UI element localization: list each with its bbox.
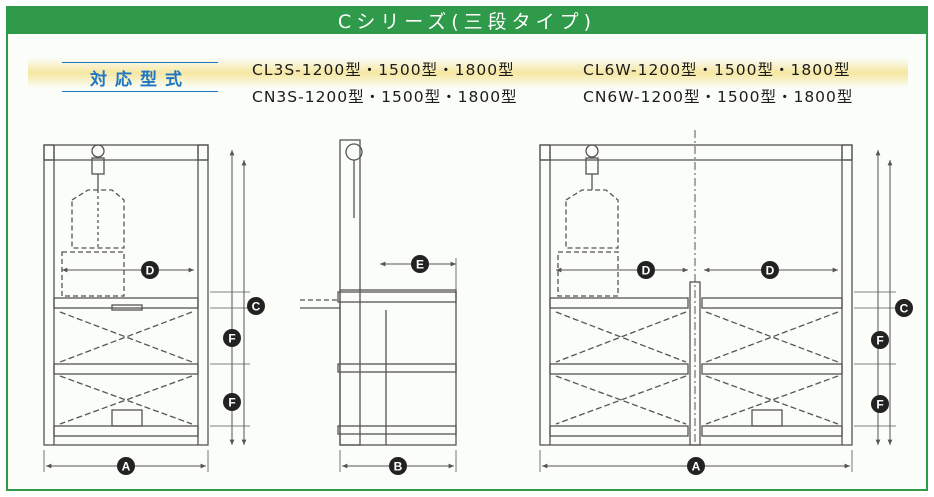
svg-text:A: A — [122, 460, 131, 474]
svg-text:F: F — [228, 332, 235, 346]
model-line-1-left: CL3S-1200型・1500型・1800型 — [252, 61, 515, 79]
front-view-double — [539, 130, 896, 472]
side-view — [300, 139, 457, 472]
dimension-b-side: B — [389, 457, 407, 475]
dimension-a-double: A — [687, 457, 705, 475]
svg-text:D: D — [146, 264, 155, 278]
svg-text:B: B — [394, 460, 403, 474]
dimension-a-single: A — [117, 457, 135, 475]
dimension-d-double-2: D — [761, 261, 779, 279]
dimension-c-double: C — [895, 299, 913, 317]
model-line-1-right: CL6W-1200型・1500型・1800型 — [583, 61, 851, 79]
dimension-f-double-1: F — [871, 331, 889, 349]
dimension-f-single-1: F — [223, 329, 241, 347]
svg-text:F: F — [876, 398, 883, 412]
model-band — [28, 58, 908, 88]
page-title: Cシリーズ(三段タイプ) — [6, 6, 928, 34]
dimension-f-single-2: F — [223, 393, 241, 411]
compatible-models-label: 対応型式 — [62, 62, 218, 92]
model-line-2-right: CN6W-1200型・1500型・1800型 — [583, 88, 854, 106]
svg-text:D: D — [642, 264, 651, 278]
model-line-2-left: CN3S-1200型・1500型・1800型 — [252, 88, 518, 106]
front-view-single — [43, 144, 250, 472]
dimension-f-double-2: F — [871, 395, 889, 413]
svg-text:E: E — [416, 258, 424, 272]
svg-text:D: D — [766, 264, 775, 278]
svg-text:A: A — [692, 460, 701, 474]
frame-outline — [43, 144, 209, 446]
dimension-d-double-1: D — [637, 261, 655, 279]
dimension-c-single: C — [247, 297, 265, 315]
dimension-e-side: E — [411, 255, 429, 273]
svg-text:F: F — [876, 334, 883, 348]
dimension-d-single: D — [141, 261, 159, 279]
svg-text:C: C — [252, 300, 261, 314]
svg-text:F: F — [228, 396, 235, 410]
svg-text:C: C — [900, 302, 909, 316]
